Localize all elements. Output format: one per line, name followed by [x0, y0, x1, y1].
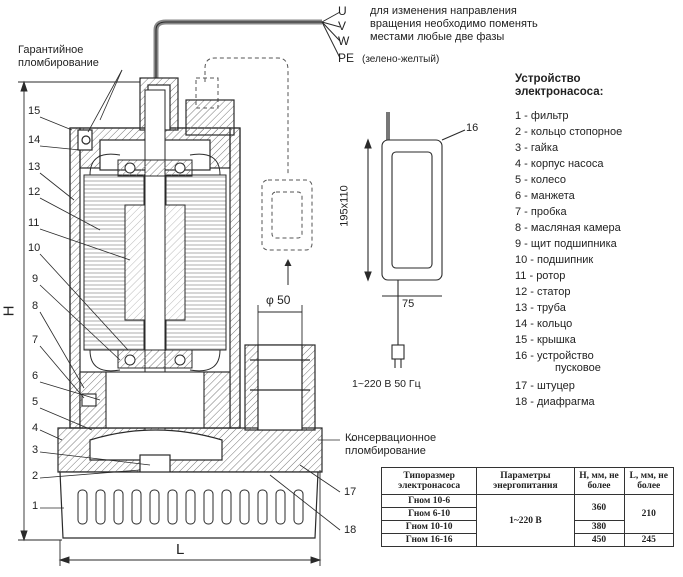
cell-model: Гном 10-6	[380, 494, 478, 508]
legend-title-1: Устройство	[515, 73, 581, 85]
callout-7: 7	[32, 334, 39, 346]
callout-leaders-right	[269, 439, 341, 531]
phase-note-line-2: вращения необходимо поменять	[370, 18, 538, 30]
power-supply-label: 1~220 В 50 Гц	[352, 378, 421, 390]
legend-item: 2 - кольцо стопорное	[515, 126, 623, 138]
warranty-seal-label-1: Гарантийное	[18, 44, 84, 56]
dimension-outlet	[257, 305, 303, 345]
phase-pe-label: PE	[338, 51, 355, 65]
cell-model: Гном 16-16	[380, 533, 478, 547]
cell-l: 245	[623, 533, 675, 547]
callout-5: 5	[32, 396, 39, 408]
phase-w-label: W	[338, 34, 350, 48]
legend-item: 14 - кольцо	[515, 318, 573, 330]
cell-model: Гном 6-10	[380, 507, 478, 521]
callout-18: 18	[344, 524, 357, 536]
header-power: Параметры энергопитания	[476, 467, 575, 495]
cell-model: Гном 10-10	[380, 520, 478, 534]
warranty-seal-label-2: пломбирование	[18, 57, 99, 69]
callout-11: 11	[28, 217, 40, 229]
phase-note-line-1: для изменения направления	[370, 5, 517, 17]
callout-1: 1	[32, 500, 39, 512]
legend-item: 5 - колесо	[515, 174, 566, 186]
dimension-box-label: 195x110	[338, 185, 351, 227]
callout-3: 3	[32, 444, 39, 456]
dimension-h	[18, 80, 140, 542]
phase-v-label: V	[338, 19, 347, 33]
callout-6: 6	[32, 370, 39, 382]
cell-h: 360	[573, 494, 625, 521]
header-h: H, мм, не более	[573, 467, 625, 495]
callout-4: 4	[32, 422, 39, 434]
phase-u-label: U	[338, 4, 347, 18]
table-row: Гном 10-10 380	[380, 520, 674, 534]
legend-item: 10 - подшипник	[515, 254, 594, 266]
callout-9: 9	[32, 273, 39, 285]
pump-body	[57, 427, 323, 478]
legend-title-2: электронасоса:	[515, 86, 604, 98]
legend-item: 9 - щит подшипника	[515, 238, 617, 250]
callout-15: 15	[28, 105, 41, 117]
dimension-l	[58, 470, 322, 566]
starter-box	[364, 112, 466, 368]
legend-item-continuation: пусковое	[555, 362, 601, 374]
legend-item: 12 - статор	[515, 286, 571, 298]
oil-chamber	[79, 371, 231, 429]
callout-17: 17	[344, 486, 357, 498]
conservation-seal-label-2: пломбирование	[345, 445, 426, 457]
dimension-outlet-label: φ 50	[266, 293, 291, 307]
header-l: L, мм, не более	[623, 467, 675, 495]
callout-2: 2	[32, 470, 39, 482]
phase-note-line-3: местами любые две фазы	[370, 31, 505, 43]
table-row: Гном 10-6 1~220 В 360 210	[380, 494, 675, 547]
legend-item: 3 - гайка	[515, 142, 559, 154]
callout-16: 16	[466, 122, 479, 134]
table-row: Гном 16-16 450 245	[380, 533, 675, 547]
callout-12: 12	[28, 186, 41, 198]
callout-14: 14	[28, 134, 41, 146]
legend-item: 8 - масляная камера	[515, 222, 621, 234]
stator-windings	[83, 153, 227, 372]
spec-table: Типоразмер электронасоса Параметры энерг…	[380, 467, 675, 547]
callout-leaders-left	[39, 69, 151, 509]
outlet-fitting	[244, 344, 316, 431]
legend-item: 13 - труба	[515, 302, 566, 314]
legend-item: 11 - ротор	[515, 270, 566, 282]
cell-h: 380	[573, 520, 625, 534]
legend-item: 6 - манжета	[515, 190, 575, 202]
legend-item: 4 - корпус насоса	[515, 158, 604, 170]
legend-item: 17 - штуцер	[515, 380, 575, 392]
callout-10: 10	[28, 242, 41, 254]
filter-base	[59, 471, 319, 539]
dimension-h-label: H	[0, 305, 18, 317]
cell-h: 450	[573, 533, 625, 547]
pe-note: (зелено-желтый)	[362, 54, 440, 65]
callout-13: 13	[28, 161, 41, 173]
conservation-seal-label-1: Консервационное	[345, 432, 437, 444]
table-header-row: Типоразмер электронасоса Параметры энерг…	[380, 467, 675, 495]
legend-item: 18 - диафрагма	[515, 396, 595, 408]
legend-item: 16 - устройство	[515, 350, 594, 362]
legend-item: 1 - фильтр	[515, 110, 569, 122]
dimension-box-depth-label: 75	[402, 298, 415, 310]
dimension-l-label: L	[176, 541, 185, 558]
legend-item: 15 - крышка	[515, 334, 576, 346]
legend-item: 7 - пробка	[515, 206, 567, 218]
cell-power: 1~220 В	[476, 494, 575, 547]
header-model: Типоразмер электронасоса	[380, 467, 478, 495]
callout-8: 8	[32, 300, 39, 312]
cell-l: 210	[623, 494, 675, 534]
power-cable	[153, 11, 341, 78]
